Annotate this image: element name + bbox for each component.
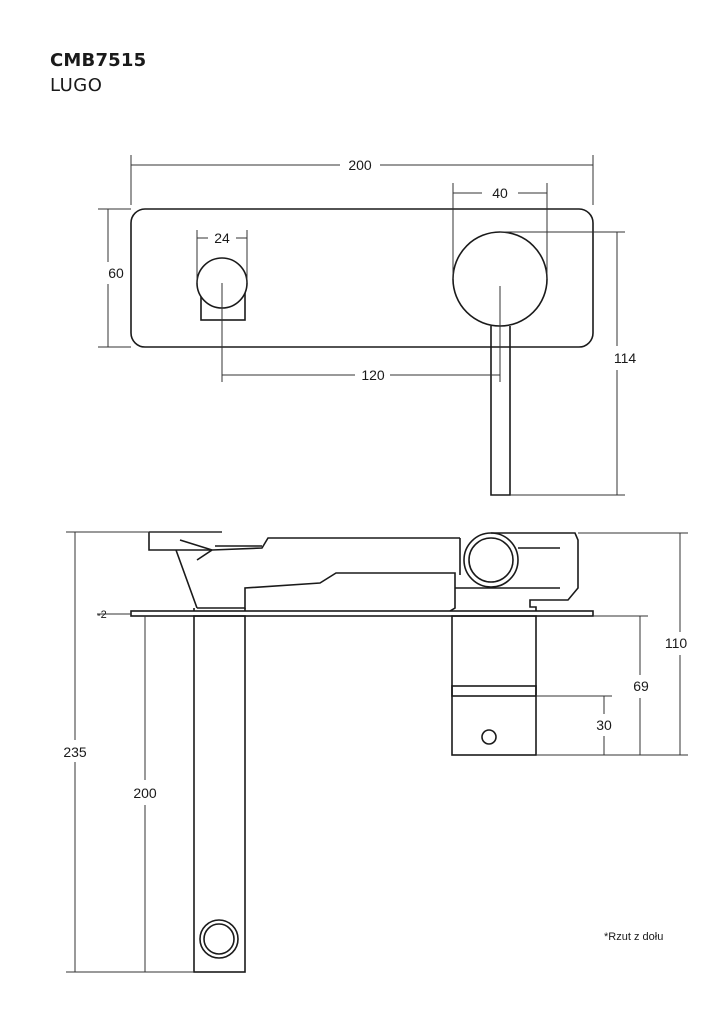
dim-knob-label: 24 <box>214 230 230 246</box>
dim-depth-label: 110 <box>665 635 688 651</box>
dim-lever-label: 114 <box>614 350 637 366</box>
dim-height-label: 60 <box>108 265 124 281</box>
dim-depth: 110 <box>536 532 688 756</box>
handle-disc-side <box>463 532 519 588</box>
dim-lever: 114 <box>500 231 637 496</box>
dim-width: 200 <box>130 155 594 205</box>
header: CMB7515 LUGO <box>50 50 146 96</box>
rear-body-band <box>451 685 537 697</box>
handle-body-side <box>491 532 579 611</box>
dim-handle-label: 40 <box>492 185 508 201</box>
spout-top-outline <box>148 531 461 612</box>
model-code: CMB7515 <box>50 50 147 71</box>
dim-total: 235 <box>63 531 222 973</box>
dim-body: 69 <box>593 615 649 755</box>
view-note: *Rzut z dołu <box>604 931 663 943</box>
rear-body-hole <box>481 729 497 745</box>
dim-spout: 200 <box>133 616 157 972</box>
dim-spacing: 120 <box>221 283 501 383</box>
dim-total-label: 235 <box>63 744 87 760</box>
dim-width-label: 200 <box>348 157 372 173</box>
front-plate <box>130 208 594 348</box>
dim-knob: 24 <box>196 230 248 283</box>
dim-outlet: 30 <box>536 695 612 755</box>
dim-spout-label: 200 <box>133 785 157 801</box>
side-view: -2 235 200 110 69 <box>63 531 688 973</box>
spout-outlet-inner <box>203 923 235 955</box>
dim-height: 60 <box>98 208 131 348</box>
spout-lower <box>193 615 246 973</box>
front-view: 200 40 24 60 <box>98 155 637 496</box>
series-name: LUGO <box>50 75 103 96</box>
dim-outlet-label: 30 <box>596 717 612 733</box>
dim-spacing-label: 120 <box>361 367 385 383</box>
handle-disc-inner <box>468 537 514 583</box>
spout-neck <box>193 608 246 611</box>
dim-handle: 40 <box>452 183 548 279</box>
spout-inner-lines <box>179 539 262 551</box>
handle-lever <box>490 326 511 496</box>
dim-plate-label: -2 <box>97 609 107 621</box>
dim-plate: -2 <box>97 609 131 621</box>
spout-outlet <box>199 919 239 959</box>
dim-body-label: 69 <box>633 678 649 694</box>
